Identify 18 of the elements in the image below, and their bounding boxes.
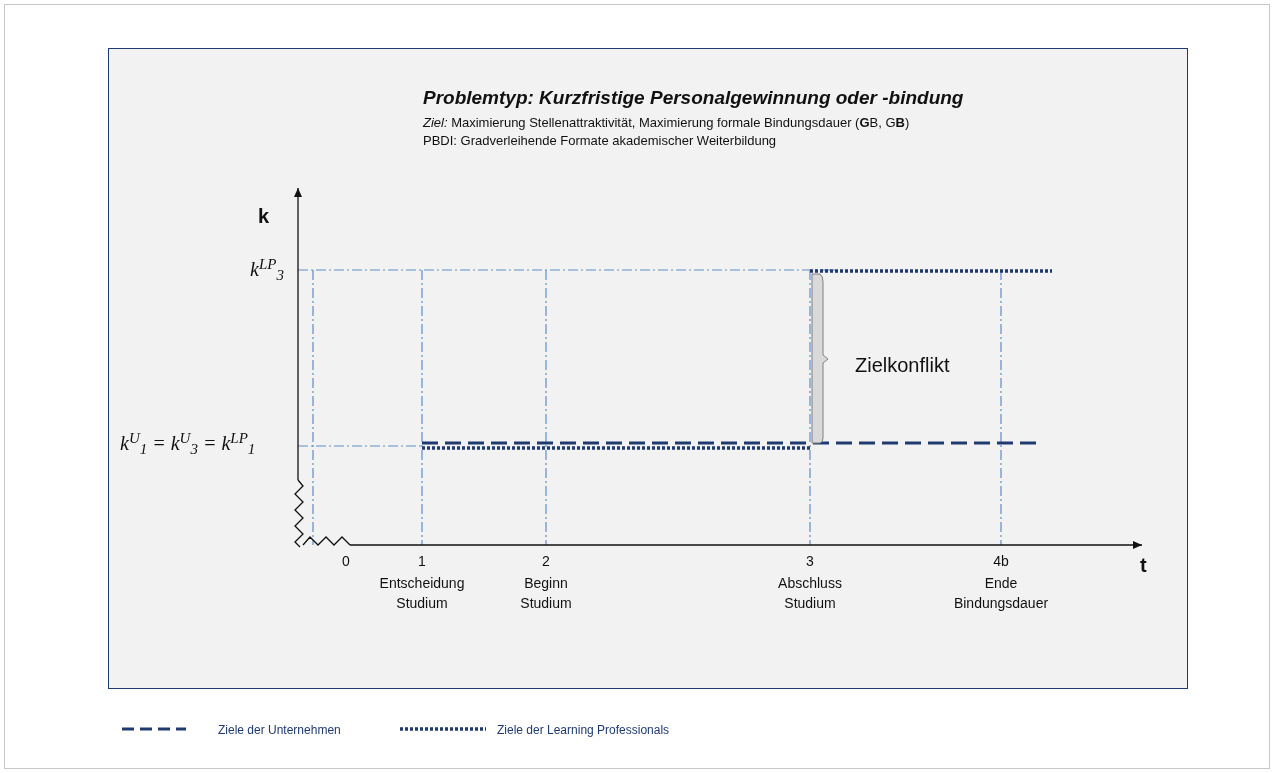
legend-text: Ziele der Learning Professionals (497, 722, 670, 739)
tick-label: 0 (342, 552, 350, 571)
tick-label: 4b (993, 552, 1009, 571)
tick-label: 2 (542, 552, 550, 571)
annotation-text: Zielkonflikt (855, 353, 950, 378)
tick-caption: Beginn Studium (519, 574, 573, 613)
tick-caption: Entscheidung Studium (378, 574, 466, 613)
tick-label: 1 (418, 552, 426, 571)
goal-text: Ziel: Maximierung Stellenattraktivität, Maximierung formale Bindungsdauer (GB, GB) (423, 114, 910, 132)
title: Problemtyp: Kurzfristige Personalgewinnung oder -bindung (423, 86, 964, 110)
tick-caption: Abschluss Studium (777, 574, 843, 613)
pbdi-text: PBDI: Gradverleihende Formate akademischer Weiterbildung (423, 132, 777, 150)
tick-caption: Ende Bindungsdauer (952, 574, 1050, 613)
axis-label: k (258, 204, 270, 229)
bracket (811, 273, 829, 444)
axis-label: t (1140, 553, 1147, 578)
legend-text: Ziele der Unternehmen (218, 722, 341, 739)
tick-label: 3 (806, 552, 814, 571)
